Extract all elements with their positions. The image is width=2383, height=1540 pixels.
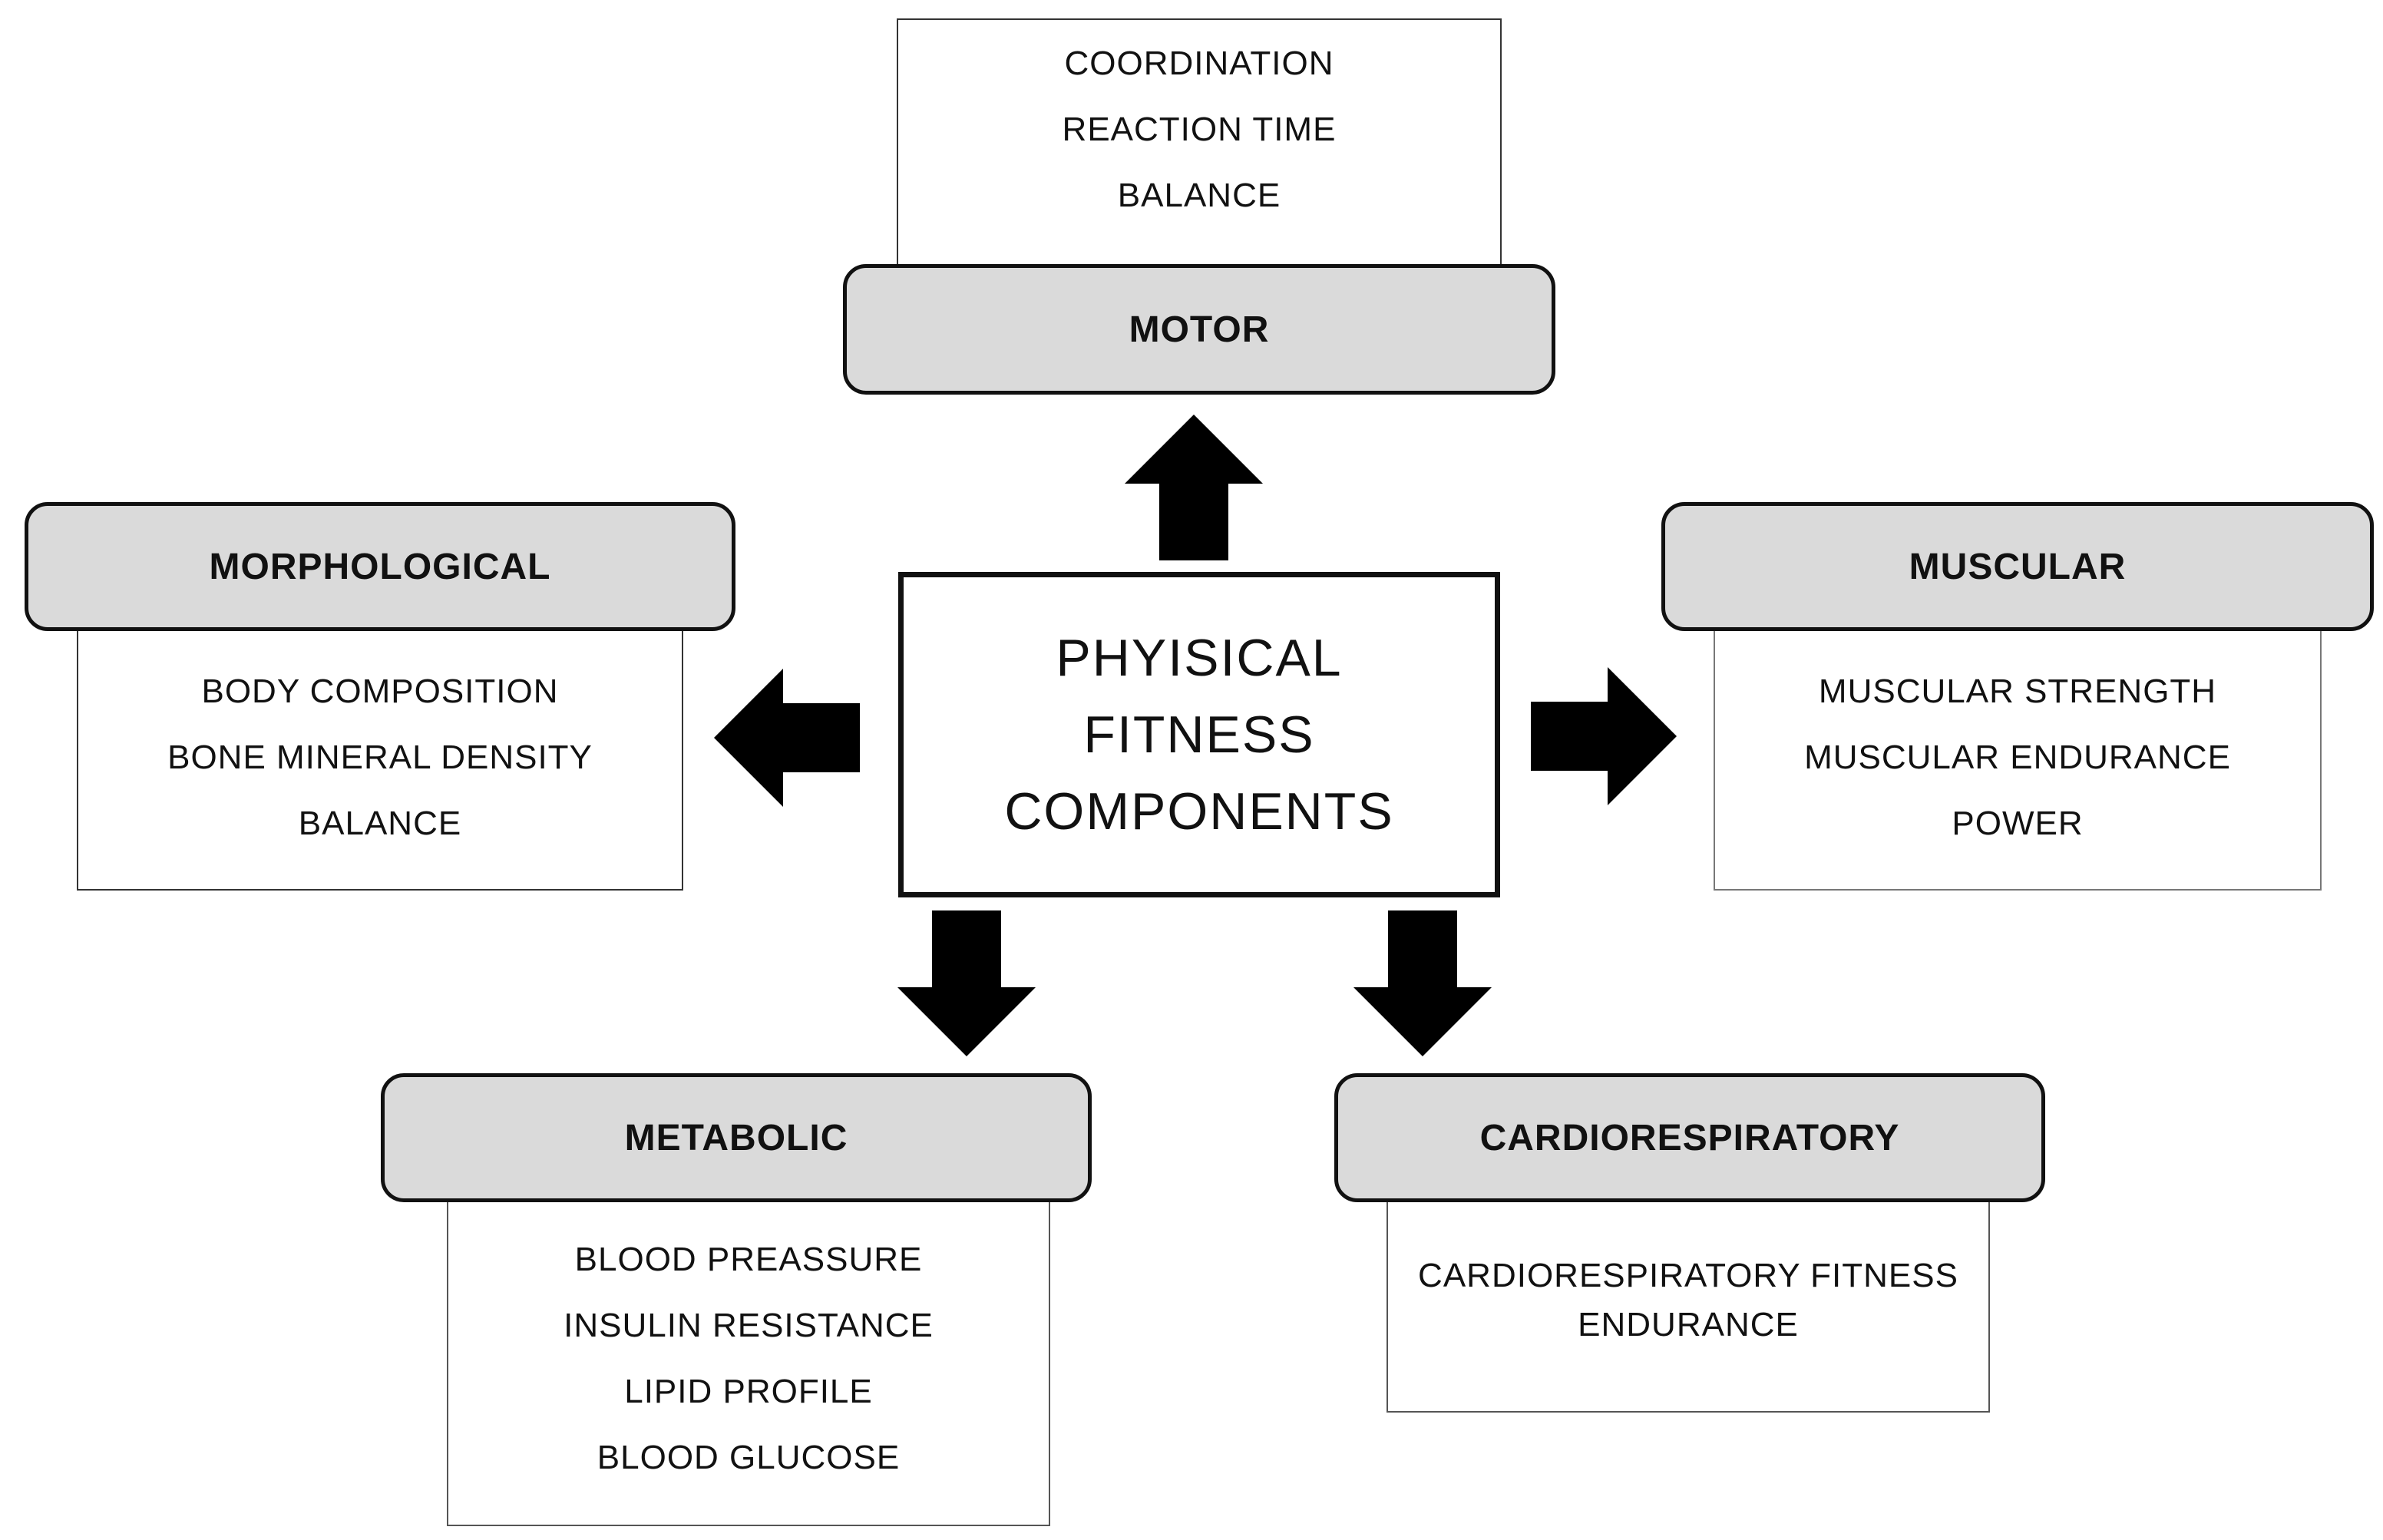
- metabolic-item: BLOOD PREASSURE: [574, 1241, 923, 1278]
- muscular-item: MUSCULAR ENDURANCE: [1804, 739, 2231, 776]
- arrow-down-icon: [897, 910, 1036, 1056]
- motor-item: REACTION TIME: [1062, 111, 1337, 148]
- morphological-item: BODY COMPOSITION: [201, 673, 559, 710]
- center-title-line: COMPONENTS: [1004, 782, 1394, 841]
- metabolic-items-box: BLOOD PREASSURE INSULIN RESISTANCE LIPID…: [447, 1188, 1050, 1526]
- arrow-left-icon: [714, 669, 860, 807]
- metabolic-item: BLOOD GLUCOSE: [597, 1439, 901, 1476]
- cardiorespiratory-item: CARDIORESPIRATORY FITNESS: [1418, 1257, 1958, 1294]
- cardiorespiratory-items-box: CARDIORESPIRATORY FITNESS ENDURANCE: [1387, 1188, 1990, 1413]
- muscular-item: MUSCULAR STRENGTH: [1818, 673, 2217, 710]
- center-title-line: PHYISICAL: [1056, 629, 1343, 687]
- motor-item: COORDINATION: [1064, 45, 1334, 82]
- arrow-down-icon: [1353, 910, 1492, 1056]
- motor-item: BALANCE: [1117, 177, 1281, 214]
- morphological-items-box: BODY COMPOSITION BONE MINERAL DENSITY BA…: [77, 614, 683, 891]
- morphological-header: MORPHOLOGICAL: [25, 502, 735, 631]
- metabolic-item: INSULIN RESISTANCE: [564, 1307, 934, 1344]
- metabolic-item: LIPID PROFILE: [624, 1373, 873, 1410]
- cardiorespiratory-item: ENDURANCE: [1578, 1306, 1799, 1343]
- morphological-item: BALANCE: [298, 805, 462, 842]
- metabolic-header: METABOLIC: [381, 1073, 1092, 1202]
- center-box: PHYISICAL FITNESS COMPONENTS: [898, 572, 1500, 897]
- arrow-right-icon: [1531, 667, 1677, 805]
- morphological-item: BONE MINERAL DENSITY: [167, 739, 593, 776]
- center-title-line: FITNESS: [1083, 706, 1315, 764]
- cardiorespiratory-header: CARDIORESPIRATORY: [1334, 1073, 2045, 1202]
- motor-header: MOTOR: [843, 264, 1555, 395]
- motor-items-box: COORDINATION REACTION TIME BALANCE: [897, 18, 1502, 276]
- muscular-items-box: MUSCULAR STRENGTH MUSCULAR ENDURANCE POW…: [1714, 614, 2322, 891]
- muscular-header: MUSCULAR: [1661, 502, 2374, 631]
- muscular-item: POWER: [1952, 805, 2084, 842]
- arrow-up-icon: [1125, 415, 1263, 560]
